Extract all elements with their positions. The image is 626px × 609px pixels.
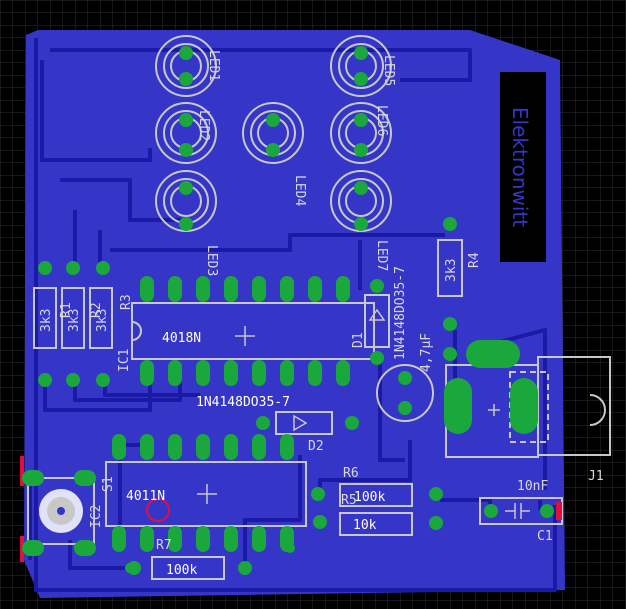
led2-label: LED2 [196, 110, 211, 141]
r1-value: 3k3 [39, 309, 54, 332]
led6-label: LED6 [374, 105, 389, 136]
r6-value: 100k [354, 490, 385, 505]
ic2-label: IC2 [89, 505, 104, 528]
ic1-label: IC1 [117, 349, 132, 372]
r5-value: 10k [353, 518, 377, 533]
brand-text: Elektronwitt [508, 107, 532, 227]
j1-label: J1 [588, 469, 604, 484]
r5-footprint [313, 512, 443, 536]
r3-value: 3k3 [95, 309, 110, 332]
ic1-footprint [131, 276, 375, 386]
s1-label: S1 [101, 476, 116, 492]
ic2-footprint [105, 434, 307, 552]
led1-label: LED1 [206, 50, 221, 81]
d1-label: D1 [351, 332, 366, 348]
d2-footprint [256, 411, 359, 435]
d1-footprint [364, 279, 390, 365]
s1-footprint [20, 456, 96, 562]
r7-value: 100k [166, 563, 197, 578]
r2-value: 3k3 [67, 309, 82, 332]
r4-value: 3k3 [444, 259, 459, 282]
ic2-part: 4011N [126, 489, 165, 504]
d2-part: 1N4148DO35-7 [196, 395, 290, 410]
ic1-part: 4018N [162, 331, 201, 346]
cap-electrolytic [376, 364, 434, 422]
led-pads [179, 46, 368, 231]
r4-label: R4 [467, 252, 482, 268]
led7-label: LED7 [374, 240, 389, 271]
j1-footprint [444, 340, 611, 458]
r4-footprint [437, 217, 463, 331]
r3-label: R3 [119, 294, 134, 310]
d1-part: 1N4148DO35-7 [393, 266, 408, 360]
r1-r3-group [33, 261, 113, 387]
trace-layer [28, 38, 557, 592]
brand-block: Elektronwitt [492, 64, 554, 270]
r7-label: R7 [156, 538, 172, 553]
r2-label: R2 [89, 302, 104, 318]
copper-pour [24, 30, 565, 598]
led5-label: LED5 [381, 55, 396, 86]
c1-value: 10nF [517, 479, 548, 494]
cap-electro-value: 4,7µF [419, 333, 434, 372]
led3-label: LED3 [204, 245, 219, 276]
r5-label: R5 [341, 493, 357, 508]
r6-footprint [311, 483, 443, 507]
r6-label: R6 [343, 466, 359, 481]
r1-label: R1 [59, 302, 74, 318]
led4-label: LED4 [292, 175, 307, 206]
c1-label: C1 [537, 529, 553, 544]
vias [125, 347, 457, 573]
c1-footprint [479, 497, 563, 525]
d2-label: D2 [308, 439, 324, 454]
